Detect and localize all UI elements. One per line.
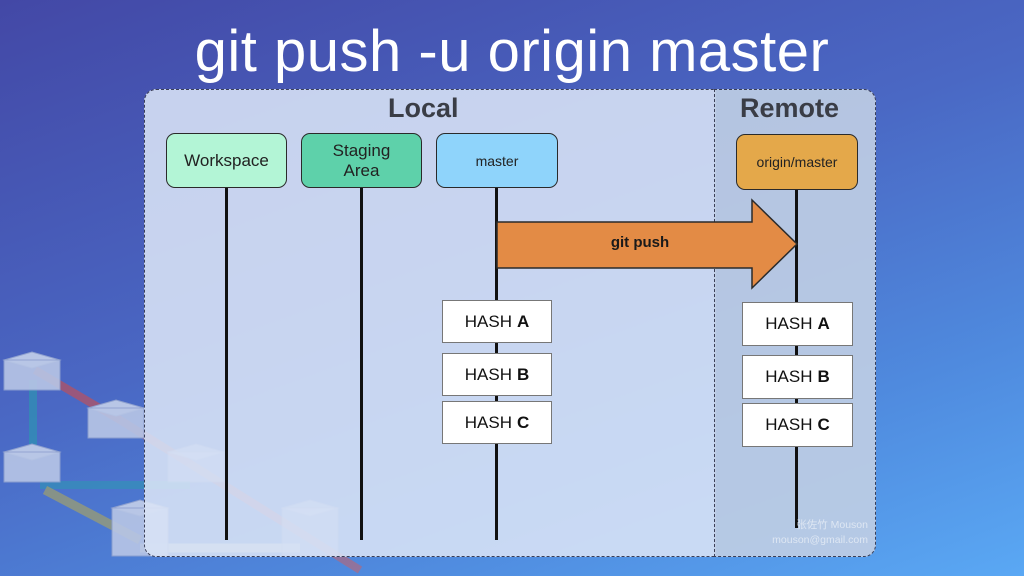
- commit-prefix: HASH: [464, 311, 512, 331]
- commit-id: B: [817, 367, 830, 386]
- slide-title: git push -u origin master: [194, 19, 830, 84]
- commit-id: C: [817, 415, 830, 434]
- workspace-lifeline: [225, 188, 228, 540]
- commit-prefix: HASH: [765, 367, 813, 386]
- commit-id: C: [516, 412, 530, 432]
- commit-id: A: [817, 314, 830, 333]
- commit-prefix: HASH: [765, 415, 813, 434]
- workspace-label: Workspace: [184, 150, 269, 170]
- commit-id: A: [516, 311, 530, 331]
- arrow-shape: [496, 198, 799, 290]
- remote-label: Remote: [740, 93, 840, 123]
- staging-lifeline: [360, 188, 363, 540]
- commit-prefix: HASH: [464, 364, 512, 384]
- master-label: master: [475, 152, 519, 169]
- staging-label-line1: Staging: [332, 140, 391, 160]
- local-label: Local: [388, 93, 459, 123]
- staging-label-line2: Area: [343, 160, 380, 180]
- master-node: master: [436, 133, 558, 188]
- git-push-label: git push: [610, 234, 670, 251]
- origin-master-node: origin/master: [736, 134, 858, 190]
- commit-prefix: HASH: [765, 314, 813, 333]
- commit-prefix: HASH: [464, 412, 512, 432]
- git-push-arrow: [496, 198, 799, 290]
- watermark-email: mouson@gmail.com: [772, 534, 868, 546]
- watermark-name: 张佐竹 Mouson: [796, 519, 868, 531]
- commit-id: B: [516, 364, 530, 384]
- origin-master-label: origin/master: [756, 154, 838, 170]
- author-watermark: 张佐竹 Mouson mouson@gmail.com: [760, 518, 868, 548]
- staging-area-node: Staging Area: [301, 133, 422, 188]
- workspace-node: Workspace: [166, 133, 287, 188]
